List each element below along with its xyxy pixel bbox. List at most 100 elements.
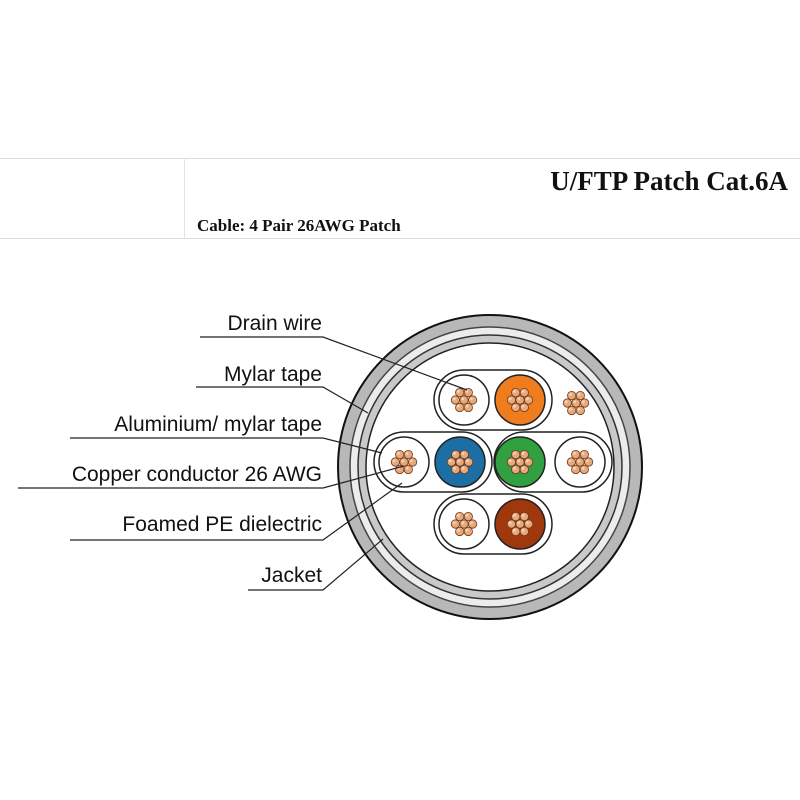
strand-highlight [401,459,405,463]
header-top-rule [0,158,800,159]
strand-highlight [456,528,460,532]
page-title: U/FTP Patch Cat.6A [550,166,788,196]
copper-strand [463,526,473,537]
copper-strand [506,457,516,467]
copper-strand [511,464,521,475]
strand-highlight [581,400,585,404]
strand-highlight [577,407,581,411]
label-foamed-pe-dielectric: Foamed PE dielectric [122,513,322,536]
copper-strand [511,387,521,398]
conductors-group [378,374,606,550]
strand-highlight [517,521,521,525]
copper-strand [524,395,534,405]
strand-highlight [508,521,512,525]
strand-highlight [512,404,516,408]
drain-wire [562,390,590,416]
strand-highlight [577,459,581,463]
strand-highlight [396,451,400,455]
copper-strand [519,464,529,475]
strand-highlight [457,459,461,463]
copper-strand [464,457,474,467]
strand-highlight [512,513,516,517]
copper-strand [519,511,529,522]
strand-highlight [465,459,469,463]
strand-highlight [521,528,525,532]
strand-highlight [469,397,473,401]
strand-highlight [521,451,525,455]
copper-strand [579,464,589,475]
strand-highlight [469,521,473,525]
label-mylar-tape: Mylar tape [224,363,322,386]
mylar-tape-leader [196,386,369,414]
header-bottom-rule [0,238,800,239]
brown-pair-conductor [506,511,534,537]
copper-strand [571,398,581,408]
copper-strand [579,449,589,460]
strand-highlight [452,466,456,470]
copper-strand [584,457,594,467]
strand-highlight [392,459,396,463]
copper-strand [468,519,478,529]
green-pair-conductor [566,449,594,475]
strand-highlight [409,459,413,463]
copper-strand [515,457,525,467]
copper-strand [463,402,473,413]
strand-highlight [517,397,521,401]
copper-conductor-leader [18,465,405,489]
strand-highlight [456,404,460,408]
copper-strand [511,449,521,460]
copper-strand [408,457,418,467]
copper-strand [463,511,473,522]
strand-highlight [572,451,576,455]
strand-highlight [525,521,529,525]
cable-spec: Cable: 4 Pair 26AWG Patch [197,216,401,235]
strand-highlight [568,459,572,463]
copper-strand [571,464,581,475]
aluminium-mylar-tape-leader [70,437,383,454]
copper-strand [524,519,534,529]
strand-highlight [577,392,581,396]
copper-strand [580,398,590,408]
strand-highlight [572,466,576,470]
copper-strand [446,457,456,467]
copper-strand [515,395,525,405]
copper-strand [455,402,465,413]
copper-strand [390,457,400,467]
copper-strand [575,405,585,416]
label-jacket: Jacket [261,564,322,587]
copper-strand [455,387,465,398]
strand-highlight [405,451,409,455]
copper-strand [524,457,534,467]
strand-highlight [508,459,512,463]
copper-strand [459,449,469,460]
blue-pair-conductor [390,449,418,475]
copper-strand [567,405,577,416]
strand-highlight [568,407,572,411]
strand-highlight [465,404,469,408]
strand-highlight [512,528,516,532]
blue-pair-conductor [446,449,474,475]
strand-highlight [581,451,585,455]
copper-strand [506,519,516,529]
copper-strand [575,390,585,401]
copper-strand [511,526,521,537]
strand-highlight [521,404,525,408]
copper-strand [459,519,469,529]
copper-strand [468,395,478,405]
copper-strand [459,464,469,475]
strand-highlight [452,397,456,401]
copper-strand [519,402,529,413]
orange-pair-conductor [450,387,478,413]
strand-highlight [405,466,409,470]
brown-pair-conductor [450,511,478,537]
strand-highlight [465,528,469,532]
label-copper-conductor: Copper conductor 26 AWG [72,463,322,486]
copper-strand [575,457,585,467]
strand-highlight [465,389,469,393]
copper-strand [455,526,465,537]
copper-strand [511,511,521,522]
strand-highlight [461,451,465,455]
copper-strand [399,457,409,467]
copper-strand [567,390,577,401]
